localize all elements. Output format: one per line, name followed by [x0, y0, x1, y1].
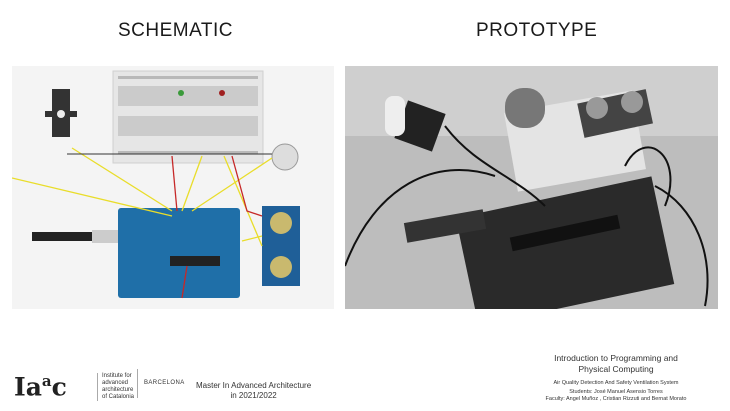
- project-title: Air Quality Detection And Safety Ventila…: [553, 380, 679, 386]
- iaac-logo: Iaac: [14, 372, 67, 402]
- prototype-title: PROTOTYPE: [476, 20, 598, 41]
- institute-line: of Catalonia: [102, 394, 135, 400]
- faculty: Faculty: Angel Muñoz , Cristian Rizzuti …: [545, 396, 687, 402]
- master-line1: Master In Advanced Architecture: [196, 381, 312, 390]
- institute-name: Institute for advanced architecture of C…: [97, 373, 134, 401]
- course-info: Introduction to Programming and Physical…: [516, 353, 716, 403]
- course-title-line2: Physical Computing: [578, 364, 654, 374]
- usb-cable: [403, 209, 487, 243]
- institute-line: Institute for: [102, 373, 132, 379]
- institute-line: advanced: [102, 380, 129, 386]
- master-line2: in 2021/2022: [230, 391, 277, 400]
- prototype-photo: [345, 66, 718, 309]
- usb-cable: [32, 232, 92, 241]
- students: Students: José Manuel Asensio Torres: [569, 389, 663, 395]
- schematic-title: SCHEMATIC: [118, 20, 233, 41]
- schematic-image: [12, 66, 334, 309]
- gas-sensor: [505, 88, 545, 128]
- servo-motor: [45, 89, 77, 137]
- institute-line: architecture: [102, 387, 134, 393]
- green-led: [178, 90, 184, 96]
- course-title-line1: Introduction to Programming and: [554, 353, 678, 363]
- city-label: BARCELONA: [137, 369, 185, 398]
- gas-sensor: [271, 143, 299, 171]
- arduino-board: [455, 176, 675, 309]
- servo-motor: [394, 100, 446, 152]
- arduino-board: [118, 208, 240, 298]
- red-led: [219, 90, 225, 96]
- master-program: Master In Advanced Architecture in 2021/…: [196, 381, 311, 401]
